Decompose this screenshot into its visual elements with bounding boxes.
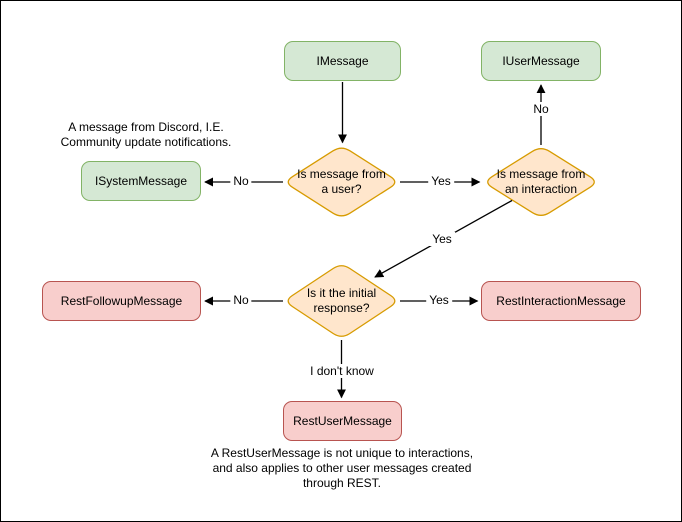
node-isystemmessage: ISystemMessage [81, 161, 201, 201]
decision-is-from-interaction-shape [487, 148, 595, 216]
decision-is-from-user-shape [287, 147, 396, 217]
edge-label-user-yes: Yes [428, 174, 454, 188]
decision-is-from-interaction-label: Is message from an interaction [496, 167, 586, 196]
decision-is-from-user-label: Is message from a user? [297, 167, 386, 196]
node-iusermessage: IUserMessage [481, 41, 601, 81]
edge-label-interaction-yes: Yes [429, 232, 455, 246]
decision-is-initial-response-shape [287, 265, 396, 337]
edge-label-interaction-no: No [530, 102, 552, 116]
edge-label-user-no: No [230, 174, 252, 188]
edge-label-initial-no: No [230, 293, 252, 307]
caption-rest-note: A RestUserMessage is not unique to inter… [210, 446, 474, 490]
edge-label-initial-idk: I don't know [307, 364, 377, 378]
node-restusermessage: RestUserMessage [283, 401, 402, 441]
caption-system-note: A message from Discord, I.E. Community u… [60, 120, 232, 149]
decision-is-initial-response-label: Is it the initial response? [306, 286, 377, 315]
node-imessage: IMessage [284, 41, 401, 81]
node-restinteractionmessage: RestInteractionMessage [481, 281, 641, 321]
edge-label-initial-yes: Yes [426, 293, 452, 307]
node-restfollowupmessage: RestFollowupMessage [42, 281, 201, 321]
